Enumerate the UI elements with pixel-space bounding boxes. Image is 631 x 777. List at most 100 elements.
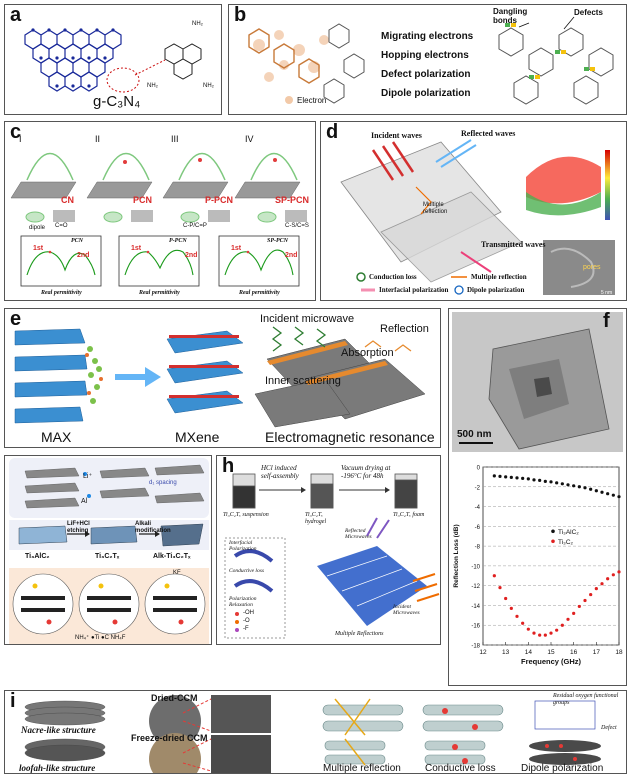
data-point <box>572 611 576 615</box>
x-tick-label: 17 <box>593 649 601 656</box>
x-tick-label: 15 <box>547 649 555 656</box>
h-multiple: Multiple Reflections <box>335 631 384 637</box>
panel-c: c I II III IV CN PCN P-PCN SP-PCN C=O di… <box>4 121 316 301</box>
e-reflection-label: Reflection <box>380 323 429 335</box>
panel-i: i Nacre-like structure loofah-like struc… <box>4 690 627 774</box>
h-group-f: -F <box>243 626 249 632</box>
c-cole-cole-plots <box>20 235 300 287</box>
d-incident: Incident waves <box>371 131 422 140</box>
g-step2: Alkali modification <box>135 521 171 534</box>
h-interfacial: Interfacial Polarization <box>229 540 257 552</box>
y-axis-label: Reflection Loss (dB) <box>453 524 460 587</box>
c-plot-title-pcn: PCN <box>71 238 83 244</box>
svg-text:NH₂: NH₂ <box>203 83 215 89</box>
legend-label: Ti₃AlC₂ <box>558 529 579 536</box>
data-point <box>555 628 559 632</box>
panel-label-e: e <box>10 308 22 330</box>
data-point <box>600 490 604 494</box>
h-group-o: -O <box>243 618 250 624</box>
d-multiple: Multiple reflection <box>423 202 448 215</box>
panel-d: d Incident waves Reflected waves Multipl… <box>320 121 627 301</box>
tem-scale-label: 500 nm <box>457 429 492 440</box>
data-point <box>492 474 496 478</box>
c-first-1: 1st <box>33 245 44 252</box>
data-point <box>532 631 536 635</box>
d-legend-interfacial: Interfacial polarization <box>379 286 449 294</box>
h-step2: Vacuum drying at -196°C for 48h <box>341 464 391 480</box>
e-max-label: MAX <box>41 429 72 445</box>
g-kf: KF <box>173 570 181 576</box>
b-item-migrating: Migrating electrons <box>381 31 474 42</box>
c-chem-co: C=O <box>55 223 68 229</box>
i-mech-reflection: Multiple reflection <box>323 763 401 774</box>
data-point <box>594 587 598 591</box>
i-freeze: Freeze-dried CCM <box>131 733 208 743</box>
data-point <box>521 621 525 625</box>
b-item-dipole: Dipole polarization <box>381 88 471 99</box>
i-residual: Residual oxygen functional groups <box>553 693 619 706</box>
g-step1: LiF+HCl etching <box>67 521 90 534</box>
panel-label-d: d <box>326 121 339 143</box>
g-ti3alc2: Ti₃AlC₂ <box>25 553 50 560</box>
d-transmitted: Transmitted waves <box>481 240 546 249</box>
data-point <box>560 482 564 486</box>
data-point <box>611 573 615 577</box>
g-legend: NH₄⁺ ●Ti ●C NH₄F <box>75 635 126 641</box>
y-tick-label: -12 <box>471 584 480 590</box>
panel-label-f: f <box>603 310 610 332</box>
data-point <box>543 479 547 483</box>
panel-label-i: i <box>10 690 16 712</box>
panel-e: e MAX MXene Electromagnetic resonance In… <box>4 308 441 448</box>
i-loofah: loofah-like structure <box>19 763 96 773</box>
y-tick-label: -10 <box>471 564 480 570</box>
y-tick-label: -8 <box>475 545 481 551</box>
c-roman-3: III <box>171 134 179 144</box>
c-name-ppcn: P-PCN <box>205 195 234 205</box>
x-tick-label: 12 <box>479 649 487 656</box>
data-point <box>549 631 553 635</box>
h-reflected: Reflected Microwaves <box>345 528 372 540</box>
data-point <box>492 574 496 578</box>
amine-label-top: NH₂ <box>192 21 204 27</box>
g-dspacing: d₁ spacing <box>149 480 177 486</box>
panel-b: b Migrating electrons Hopping electrons … <box>228 4 627 115</box>
h-stage-hydrogel: Ti₃C₂Tₓ hydrogel <box>305 512 327 525</box>
e-em-label: Electromagnetic resonance <box>265 429 435 445</box>
panel-label-b: b <box>234 4 247 26</box>
data-point <box>521 476 525 480</box>
y-tick-label: -14 <box>471 604 480 610</box>
data-point <box>577 485 581 489</box>
b-electron-label: Electron <box>297 96 327 105</box>
d-legend-dipole: Dipole polarization <box>467 286 525 294</box>
mxene-diagram-e <box>14 326 426 428</box>
data-point <box>504 475 508 479</box>
i-defect: Defect <box>601 725 617 731</box>
i-dried: Dried-CCM <box>151 693 198 703</box>
electron-mechanism-diagram <box>248 16 614 105</box>
data-point <box>538 478 542 482</box>
data-point <box>600 582 604 586</box>
h-stage-suspension: Ti₃C₂Tₓ suspension <box>223 512 269 518</box>
data-point <box>498 474 502 478</box>
c-plot-title-sppcn: SP-PCN <box>267 238 288 244</box>
e-absorption-label: Absorption <box>341 347 394 359</box>
alkali-modification-diagram <box>9 458 209 644</box>
c-second-3: 2nd <box>285 252 298 259</box>
y-tick-label: -4 <box>475 505 481 511</box>
i-mech-dipole: Dipole polarization <box>521 763 604 774</box>
c-first-2: 1st <box>131 245 142 252</box>
data-point <box>515 476 519 480</box>
x-tick-label: 14 <box>525 649 533 656</box>
e-incident-label: Incident microwave <box>260 313 355 325</box>
data-point <box>555 481 559 485</box>
data-point <box>549 480 553 484</box>
c-second-2: 2nd <box>185 252 198 259</box>
h-incident: Incident Microwaves <box>393 604 420 616</box>
b-dangling-label: Dangling bonds <box>493 7 528 25</box>
data-point <box>594 489 598 493</box>
h-stage-foam: Ti₃C₂Tₓ foam <box>393 512 425 518</box>
i-nacre: Nacre-like structure <box>21 725 96 735</box>
data-point <box>583 486 587 490</box>
h-conductive: Conductive loss <box>229 568 264 574</box>
x-tick-label: 13 <box>502 649 510 656</box>
